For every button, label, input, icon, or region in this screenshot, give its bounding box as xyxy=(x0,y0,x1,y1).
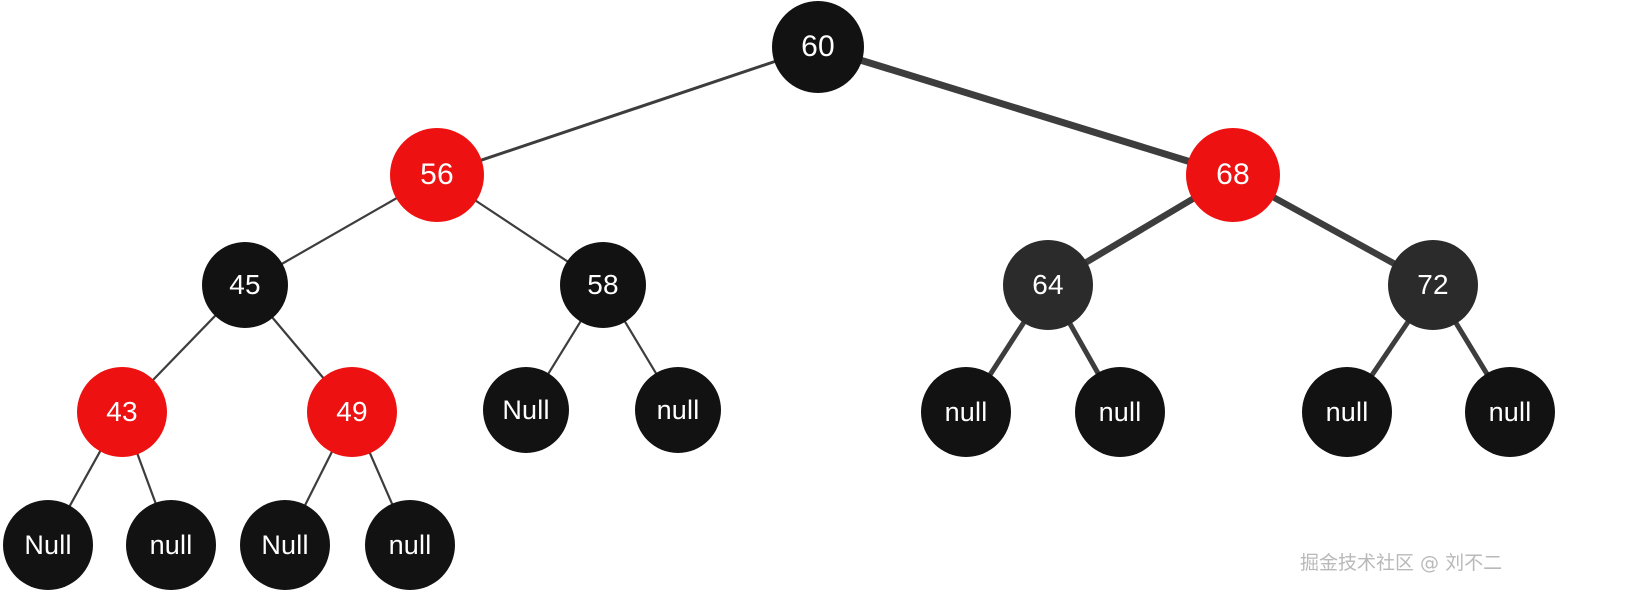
tree-node-label: 56 xyxy=(420,158,454,191)
tree-edge-n68-n72 xyxy=(1269,193,1399,268)
tree-edge-n72-l72R xyxy=(1452,319,1491,378)
tree-node-n56[interactable]: 56 xyxy=(390,128,484,222)
tree-edge-n68-n64 xyxy=(1081,194,1198,267)
tree-node-n68[interactable]: 68 xyxy=(1186,128,1280,222)
tree-node-n49[interactable]: 49 xyxy=(307,367,397,457)
tree-node-label: 72 xyxy=(1417,269,1449,300)
tree-node-l72L[interactable]: null xyxy=(1302,367,1392,457)
tree-edge-n56-n45 xyxy=(279,196,400,266)
tree-node-l58L[interactable]: Null xyxy=(483,367,569,453)
tree-node-label: 68 xyxy=(1216,158,1250,191)
tree-node-l72R[interactable]: null xyxy=(1465,367,1555,457)
tree-node-l64R[interactable]: null xyxy=(1075,367,1165,457)
tree-node-n45[interactable]: 45 xyxy=(202,242,288,328)
tree-node-label: 43 xyxy=(106,396,138,427)
watermark: 掘金技术社区 @ 刘不二 xyxy=(1300,552,1503,574)
tree-node-label: Null xyxy=(24,529,72,560)
tree-edge-n64-l64R xyxy=(1066,319,1102,378)
tree-edge-n58-l58R xyxy=(622,319,659,376)
tree-node-label: null xyxy=(656,394,700,425)
tree-node-label: 45 xyxy=(229,269,261,300)
tree-node-label: Null xyxy=(261,529,309,560)
tree-node-n58[interactable]: 58 xyxy=(560,242,646,328)
tree-edge-n60-n68 xyxy=(856,56,1194,166)
tree-edge-n43-l43L xyxy=(67,448,103,509)
tree-node-n72[interactable]: 72 xyxy=(1388,240,1478,330)
tree-node-l43L[interactable]: Null xyxy=(3,500,93,590)
tree-node-l64L[interactable]: null xyxy=(921,367,1011,457)
tree-node-label: 58 xyxy=(587,269,619,300)
tree-edge-n58-l58L xyxy=(546,318,583,377)
tree-node-l49L[interactable]: Null xyxy=(240,500,330,590)
tree-node-label: null xyxy=(1098,396,1142,427)
tree-node-label: 60 xyxy=(801,30,835,63)
tree-edge-n60-n56 xyxy=(478,59,778,163)
tree-edge-n45-n49 xyxy=(270,315,326,381)
tree-node-label: 49 xyxy=(336,396,368,427)
tree-node-n43[interactable]: 43 xyxy=(77,367,167,457)
tree-edge-n72-l72L xyxy=(1368,318,1412,379)
tree-node-l58R[interactable]: null xyxy=(635,367,721,453)
tree-edge-n64-l64L xyxy=(986,318,1028,379)
tree-node-label: null xyxy=(944,396,988,427)
tree-node-label: null xyxy=(1325,396,1369,427)
tree-edge-n49-l49R xyxy=(368,450,394,507)
tree-node-n60[interactable]: 60 xyxy=(772,1,864,93)
tree-edge-n49-l49L xyxy=(303,449,334,508)
tree-node-label: null xyxy=(388,529,432,560)
tree-edge-n56-n58 xyxy=(473,198,570,264)
tree-node-label: null xyxy=(149,529,193,560)
tree-edge-n45-n43 xyxy=(150,313,218,383)
tree-node-l43R[interactable]: null xyxy=(126,500,216,590)
tree-edge-n43-l43R xyxy=(135,451,158,506)
tree-node-label: null xyxy=(1488,396,1532,427)
tree-node-label: 64 xyxy=(1032,269,1064,300)
tree-node-n64[interactable]: 64 xyxy=(1003,240,1093,330)
tree-node-l49R[interactable]: null xyxy=(365,500,455,590)
tree-node-label: Null xyxy=(502,394,550,425)
